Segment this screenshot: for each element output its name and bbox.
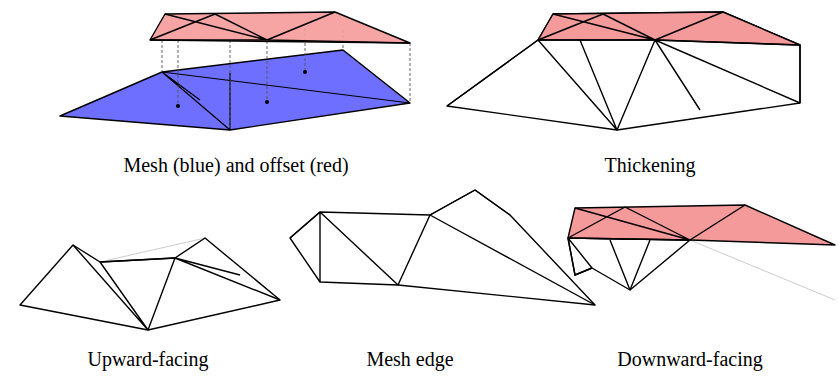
caption: Upward-facing bbox=[87, 347, 208, 371]
caption: Mesh (blue) and offset (red) bbox=[123, 153, 348, 177]
thickening bbox=[447, 12, 800, 130]
mesh-edge bbox=[290, 190, 595, 305]
mesh-and-offset bbox=[60, 12, 410, 130]
upward-facing bbox=[20, 238, 280, 330]
downward-facing bbox=[568, 205, 835, 300]
caption: Thickening bbox=[604, 153, 695, 177]
caption: Downward-facing bbox=[617, 347, 763, 371]
caption: Mesh edge bbox=[366, 347, 453, 371]
